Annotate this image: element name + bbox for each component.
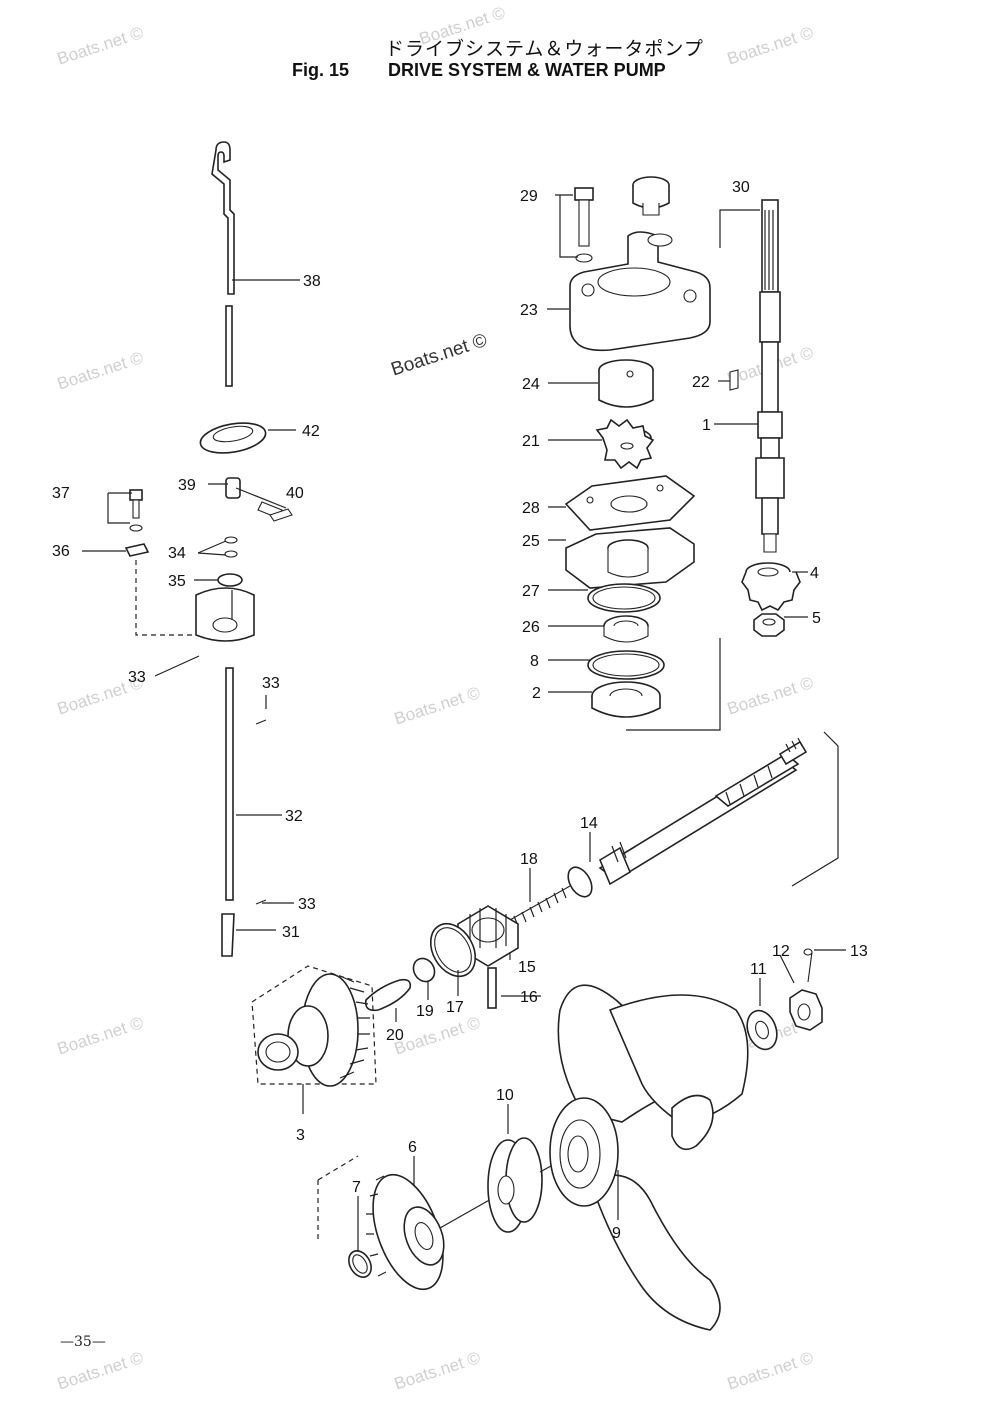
bracket-line	[791, 731, 839, 887]
impeller-21	[595, 418, 655, 470]
callout-33: 33	[262, 675, 280, 692]
washer-11	[746, 1009, 778, 1051]
shift-plunger-20	[364, 978, 412, 1012]
callout-8: 8	[530, 653, 539, 670]
shift-slider-19	[412, 957, 436, 983]
callout-33-lower: 33	[298, 896, 316, 913]
cotter-pin-13	[803, 948, 813, 983]
nut-12	[789, 989, 823, 1031]
pump-liner-24	[598, 359, 654, 408]
reverse-gear-6	[366, 1173, 445, 1291]
callout-21: 21	[522, 433, 540, 450]
callout-34: 33	[128, 669, 146, 686]
shift-rod-lower	[221, 667, 267, 957]
callout-38: 37	[52, 485, 70, 502]
propeller-shaft-14	[567, 737, 808, 898]
callout-6: 6	[408, 1139, 417, 1156]
grommet-top	[632, 176, 670, 216]
title-english: DRIVE SYSTEM & WATER PUMP	[388, 60, 666, 80]
callout-10: 10	[496, 1087, 514, 1104]
callout-23: 23	[520, 302, 538, 319]
callout-9: 9	[612, 1225, 621, 1242]
callout-36: 35	[168, 573, 186, 590]
callout-20: 20	[386, 1027, 404, 1044]
callout-26: 26	[522, 619, 540, 636]
forward-gear-3	[251, 965, 377, 1087]
page-number: —35—	[60, 1334, 106, 1350]
callout-1: 1	[702, 417, 711, 434]
callout-29: 29	[520, 188, 538, 205]
callout-30: 30	[732, 179, 750, 196]
callout-24: 24	[522, 376, 540, 393]
callout-19: 19	[416, 1003, 434, 1020]
o-ring-27	[587, 583, 661, 613]
figure-label: Fig. 15	[292, 60, 350, 80]
callout-28: 28	[522, 500, 540, 517]
drive-shaft-1	[719, 199, 785, 553]
callout-18: 18	[520, 851, 538, 868]
pump-case-25	[565, 527, 695, 589]
spring-18	[509, 885, 571, 927]
title-japanese: ドライブシステム＆ウォータポンプ	[385, 38, 704, 60]
callout-25: 25	[522, 533, 540, 550]
pump-housing-23	[569, 231, 711, 352]
callout-14: 14	[580, 815, 598, 832]
callout-35: 34	[168, 545, 186, 562]
callout-11: 11	[750, 961, 767, 978]
bracket-line	[626, 638, 721, 731]
callout-32: 32	[285, 808, 303, 825]
bolt-and-plate-38-37	[124, 489, 196, 636]
shim-7	[348, 1250, 372, 1278]
callout-15: 15	[518, 959, 536, 976]
outer-plate-28	[564, 475, 696, 531]
leader-lines	[82, 194, 846, 1252]
callout-labels: 38 42 39 40 37 36 34 35 33 33 32 33 31 2…	[52, 179, 868, 1242]
callout-4: 4	[810, 565, 819, 582]
callout-40: 39	[178, 477, 196, 494]
callout-13: 13	[850, 943, 868, 960]
callout-27: 27	[522, 583, 540, 600]
bolt-29	[574, 187, 594, 263]
thrust-holder-10	[487, 1137, 543, 1233]
o-ring-8	[587, 650, 665, 680]
propeller-9	[549, 984, 749, 1331]
callout-5: 5	[812, 610, 821, 627]
pinion-gear-4	[741, 562, 801, 612]
cross-pin-16	[487, 967, 497, 1009]
callout-12: 12	[772, 943, 790, 960]
callout-31: 31	[282, 924, 300, 941]
callout-2: 2	[532, 685, 541, 702]
callout-41: 40	[286, 485, 304, 502]
nut-5	[753, 613, 785, 637]
callout-42: 42	[302, 423, 320, 440]
callout-3: 3	[296, 1127, 305, 1144]
bearing-2	[591, 681, 661, 718]
callout-22: 22	[692, 374, 710, 391]
grommet	[199, 422, 267, 454]
callout-16: 16	[520, 989, 538, 1006]
callout-7: 7	[352, 1179, 361, 1196]
callout-37: 36	[52, 543, 70, 560]
spring-ring-17	[429, 922, 477, 978]
shift-rod-upper	[211, 141, 235, 387]
callout-39: 38	[303, 273, 321, 290]
callout-17: 17	[446, 999, 464, 1016]
bracket-dashed	[317, 1155, 359, 1242]
seal-26	[603, 615, 649, 643]
shift-lever-parts	[195, 477, 293, 642]
